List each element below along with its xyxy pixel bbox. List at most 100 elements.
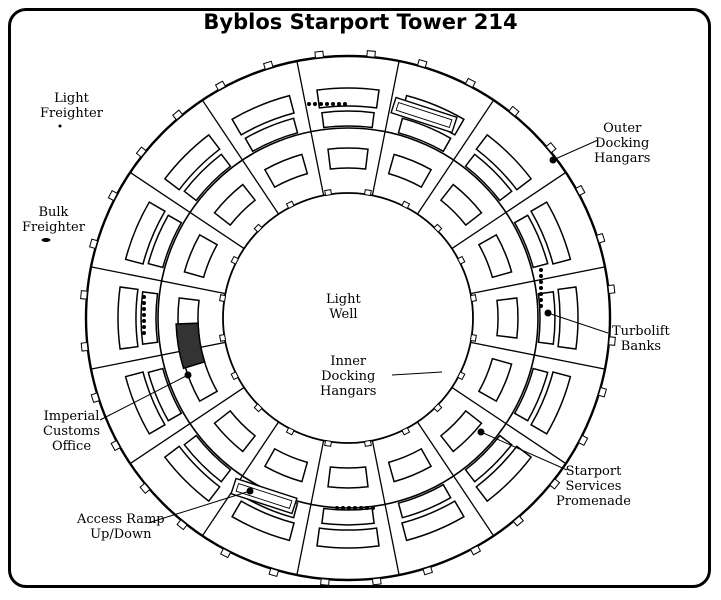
- turbolift-dot: [331, 102, 335, 106]
- inner-shop-block: [263, 447, 309, 483]
- inner-shop-block: [327, 147, 369, 170]
- outer-shop-block: [140, 291, 159, 345]
- inner-hangar-bay: [285, 200, 295, 210]
- outer-hangar-bay: [608, 336, 616, 346]
- leader-dot: [544, 309, 552, 317]
- ramp-inner: [235, 482, 293, 510]
- outer-hangar-bay: [549, 478, 561, 490]
- inner-hangar-bay: [253, 223, 263, 233]
- leader-line: [480, 431, 568, 471]
- outer-shop-block: [124, 201, 166, 265]
- turbolift-dot: [142, 307, 146, 311]
- outer-shop-block: [117, 286, 139, 350]
- sector-dividers: [90, 60, 606, 576]
- inner-docking-hangars: [219, 189, 477, 447]
- access-ramp: [230, 477, 298, 515]
- leader-dot: [184, 371, 192, 379]
- inner-shop-block: [327, 466, 369, 489]
- turbolift-dot: [359, 506, 363, 510]
- outer-shop-block: [231, 94, 295, 136]
- sector-divider: [129, 171, 245, 250]
- outer-hangar-bay: [176, 519, 188, 531]
- outer-shop-block: [321, 507, 375, 526]
- sector-divider: [129, 386, 245, 465]
- outer-hangar-bay: [320, 578, 330, 586]
- inner-shop-block: [183, 233, 219, 279]
- leader-line: [547, 312, 609, 334]
- outer-shop-block: [147, 367, 183, 422]
- label-light-well: Light Well: [326, 292, 361, 322]
- turbolift-dot: [365, 506, 369, 510]
- outer-hangar-bay: [416, 58, 428, 69]
- label-imperial-customs-office: Imperial Customs Office: [43, 409, 101, 454]
- outer-shop-block: [231, 500, 295, 542]
- inner-shop-block: [496, 297, 519, 339]
- outer-shop-block: [397, 117, 452, 153]
- sector-divider: [201, 421, 280, 537]
- outer-shop-block: [513, 367, 549, 422]
- inner-shop-block: [213, 409, 257, 453]
- turbolift-dot: [307, 102, 311, 106]
- outer-shop-block: [397, 483, 452, 519]
- outer-shop-block: [475, 133, 533, 191]
- access-ramp: [390, 96, 458, 134]
- inner-hangar-bay: [253, 403, 263, 413]
- turbolift-dot: [353, 506, 357, 510]
- sector-divider: [470, 341, 606, 370]
- inner-hangar-bay: [401, 426, 411, 436]
- sector-divider: [371, 60, 400, 196]
- inner-hangar-bay: [230, 255, 240, 265]
- turbolift-dot: [335, 506, 339, 510]
- outer-shop-block: [530, 371, 572, 435]
- leader-dot: [549, 156, 557, 164]
- turbolift-dot: [371, 506, 375, 510]
- outer-hangar-bay: [219, 547, 232, 559]
- outer-shop-block: [244, 117, 299, 153]
- outer-hangar-bay: [107, 189, 119, 202]
- inner-shop-block: [477, 357, 513, 403]
- sector-divider: [296, 60, 325, 196]
- label-starport-services-promenade: Starport Services Promenade: [556, 464, 631, 509]
- outer-shop-block: [163, 133, 221, 191]
- turbolift-dot: [142, 331, 146, 335]
- outer-hangar-bay: [366, 50, 376, 58]
- inner-hangar-bay: [456, 255, 466, 265]
- ramp-inner: [395, 101, 453, 129]
- sector-divider: [470, 266, 606, 295]
- leader-line: [99, 374, 189, 421]
- turbolift-dot: [539, 304, 543, 308]
- outer-docking-hangars: [80, 50, 616, 586]
- outer-hangar-bay: [469, 545, 482, 556]
- label-access-ramp: Access Ramp Up/Down: [77, 512, 165, 542]
- sector-divider: [371, 440, 400, 576]
- outer-hangar-bay: [135, 146, 147, 158]
- turbolift-dot: [343, 102, 347, 106]
- turbolift-dot: [142, 325, 146, 329]
- label-bulk-freighter: Bulk Freighter: [22, 205, 85, 235]
- outer-shop-block: [183, 434, 232, 483]
- turbolift-dot: [325, 102, 329, 106]
- inner-shop-block: [439, 409, 483, 453]
- outer-shop-block: [464, 434, 513, 483]
- outer-hangar-bay: [422, 566, 434, 576]
- outer-shop-block: [530, 201, 572, 265]
- turbolift-dot: [539, 274, 543, 278]
- inner-hangar-bay: [469, 294, 477, 303]
- outer-hangar-bay: [110, 439, 121, 452]
- turbolift-dot: [539, 292, 543, 296]
- inner-hangar-bay: [324, 189, 333, 197]
- turbolift-dot: [539, 298, 543, 302]
- outer-shop-block: [321, 110, 375, 129]
- inner-ring-blocks: [177, 147, 519, 489]
- inner-shop-block: [439, 183, 483, 227]
- outer-shop-block: [401, 500, 465, 542]
- bulk-freighter-marker: [41, 238, 51, 242]
- turbolift-dot: [142, 319, 146, 323]
- outer-shop-block: [464, 153, 513, 202]
- leader-dot: [246, 487, 254, 495]
- inner-hangar-bay: [363, 189, 372, 197]
- turbolift-dot: [142, 313, 146, 317]
- outer-shop-block: [513, 214, 549, 269]
- turbolift-dot: [142, 301, 146, 305]
